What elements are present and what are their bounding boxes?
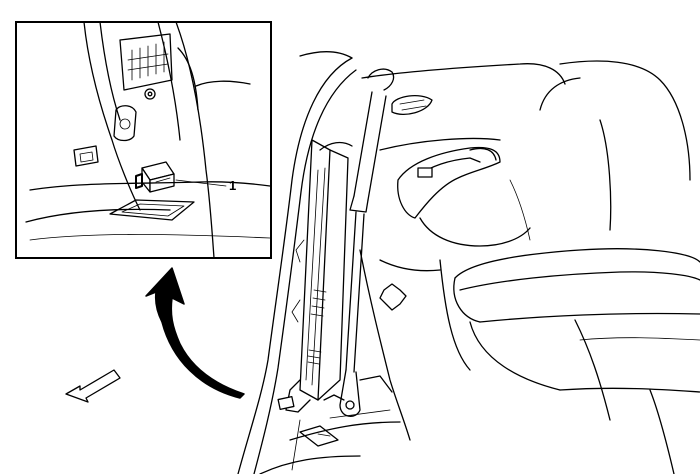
b-pillar-trim [277,139,353,413]
detail-inset: 1 [15,21,272,259]
rear-door-panel [361,63,566,272]
seat-belt [323,68,395,417]
rear-seat [439,60,700,474]
lower-trim [259,249,411,474]
door-opening [237,51,357,474]
direction-arrow-icon [65,369,121,403]
main-scene [65,51,700,474]
callout-label: 1 [229,178,236,193]
curved-arrow-icon [145,267,245,399]
